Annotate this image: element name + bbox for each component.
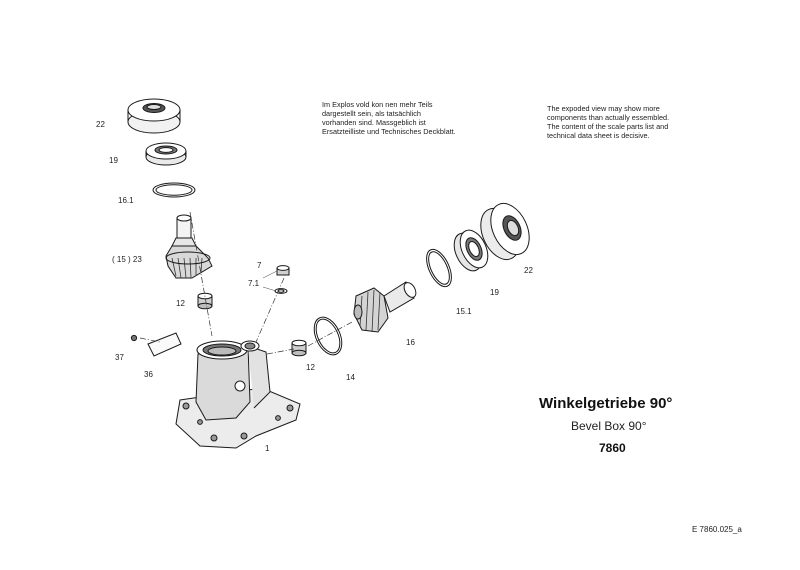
label-16: 16	[406, 338, 415, 347]
part-15-1-snap-ring	[426, 248, 452, 288]
label-1: 1	[265, 444, 270, 453]
part-16-1-snap-ring-top	[152, 182, 196, 198]
part-19-bearing-right	[453, 229, 489, 272]
title-english: Bevel Box 90°	[571, 419, 647, 433]
label-15-23: ( 15 ) 23	[112, 255, 142, 264]
label-16-1: 16.1	[118, 196, 134, 205]
note-german: Im Explos vold kon nen mehr Teils darges…	[322, 100, 456, 136]
part-16-bevel-gear	[353, 281, 417, 333]
label-19-right: 19	[490, 288, 499, 297]
part-37-screw	[130, 334, 138, 342]
part-12-bushing-mid	[291, 339, 307, 357]
part-23-bevel-pinion	[165, 214, 213, 279]
part-14-o-ring	[313, 316, 343, 356]
label-19: 19	[109, 156, 118, 165]
part-22-cap-right	[480, 202, 530, 261]
label-12-left: 12	[176, 299, 185, 308]
label-7-1: 7.1	[248, 279, 260, 288]
part-12-bushing-left	[197, 292, 213, 310]
label-22-top: 22	[96, 120, 105, 129]
label-22-right: 22	[524, 266, 533, 275]
title-german: Winkelgetriebe 90°	[539, 395, 673, 412]
part-22-cap-top	[127, 98, 181, 134]
label-7: 7	[257, 261, 262, 270]
label-37: 37	[115, 353, 124, 362]
part-1-housing	[175, 340, 301, 449]
document-reference: E 7860.025_a	[692, 525, 742, 534]
part-19-bearing-top	[145, 142, 187, 166]
label-36: 36	[144, 370, 153, 379]
label-14: 14	[346, 373, 355, 382]
label-12-mid: 12	[306, 363, 315, 372]
leader-lines	[262, 270, 278, 292]
label-15-1: 15.1	[456, 307, 472, 316]
part-36-nameplate	[147, 332, 182, 357]
part-7-plug	[274, 265, 290, 294]
assembly-axes	[139, 211, 353, 355]
note-english: The expoded view may show more component…	[547, 104, 670, 140]
title-number: 7860	[599, 441, 626, 455]
